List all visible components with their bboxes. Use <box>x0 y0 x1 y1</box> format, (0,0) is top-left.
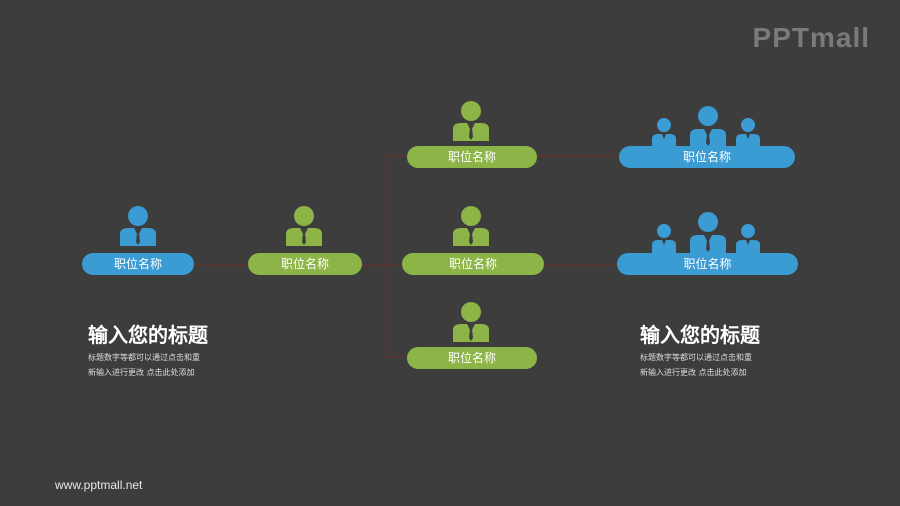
right-description-line2: 新输入进行更改 点击此处添加 <box>640 368 747 377</box>
right-title: 输入您的标题 <box>640 323 760 347</box>
node-branch-top[interactable]: 职位名称 <box>407 146 537 168</box>
node-branch-middle[interactable]: 职位名称 <box>402 253 544 275</box>
group-icon-top <box>652 106 760 149</box>
node-team-top[interactable]: 职位名称 <box>619 146 795 168</box>
logo: PPTmall <box>752 22 870 53</box>
node-middle[interactable]: 职位名称 <box>248 253 362 275</box>
group-icon-middle <box>652 212 760 255</box>
person-icon-branch-bottom <box>453 302 489 342</box>
node-left-root[interactable]: 职位名称 <box>82 253 194 275</box>
right-description-line1: 标题数字等都可以通过点击和重 <box>640 353 752 362</box>
left-description-line1: 标题数字等都可以通过点击和重 <box>88 353 200 362</box>
person-icon-branch-top <box>453 101 489 141</box>
node-team-middle[interactable]: 职位名称 <box>617 253 798 275</box>
person-icon-middle <box>286 206 322 246</box>
person-icon-branch-middle <box>453 206 489 246</box>
left-title: 输入您的标题 <box>88 323 208 347</box>
person-icon-left-root <box>120 206 156 246</box>
left-description-line2: 新输入进行更改 点击此处添加 <box>88 368 195 377</box>
node-branch-bottom[interactable]: 职位名称 <box>407 347 537 369</box>
footer-url[interactable]: www.pptmall.net <box>55 478 143 492</box>
